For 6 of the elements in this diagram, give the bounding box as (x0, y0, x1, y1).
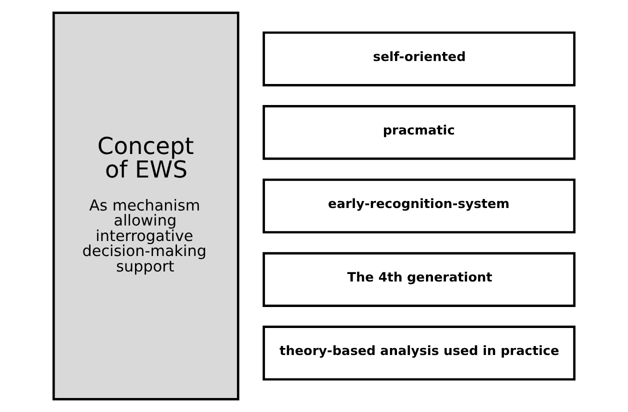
node-box: pracmatic (262, 105, 576, 160)
node-box: early-recognition-system (262, 178, 576, 234)
node-box: theory-based analysis used in practice (262, 326, 576, 381)
node-box: The 4th generationt (262, 252, 576, 307)
node-box: Concept of EWS As mechanism allowing interrogative decision-making support (52, 12, 240, 400)
node-box: self-oriented (262, 31, 576, 86)
